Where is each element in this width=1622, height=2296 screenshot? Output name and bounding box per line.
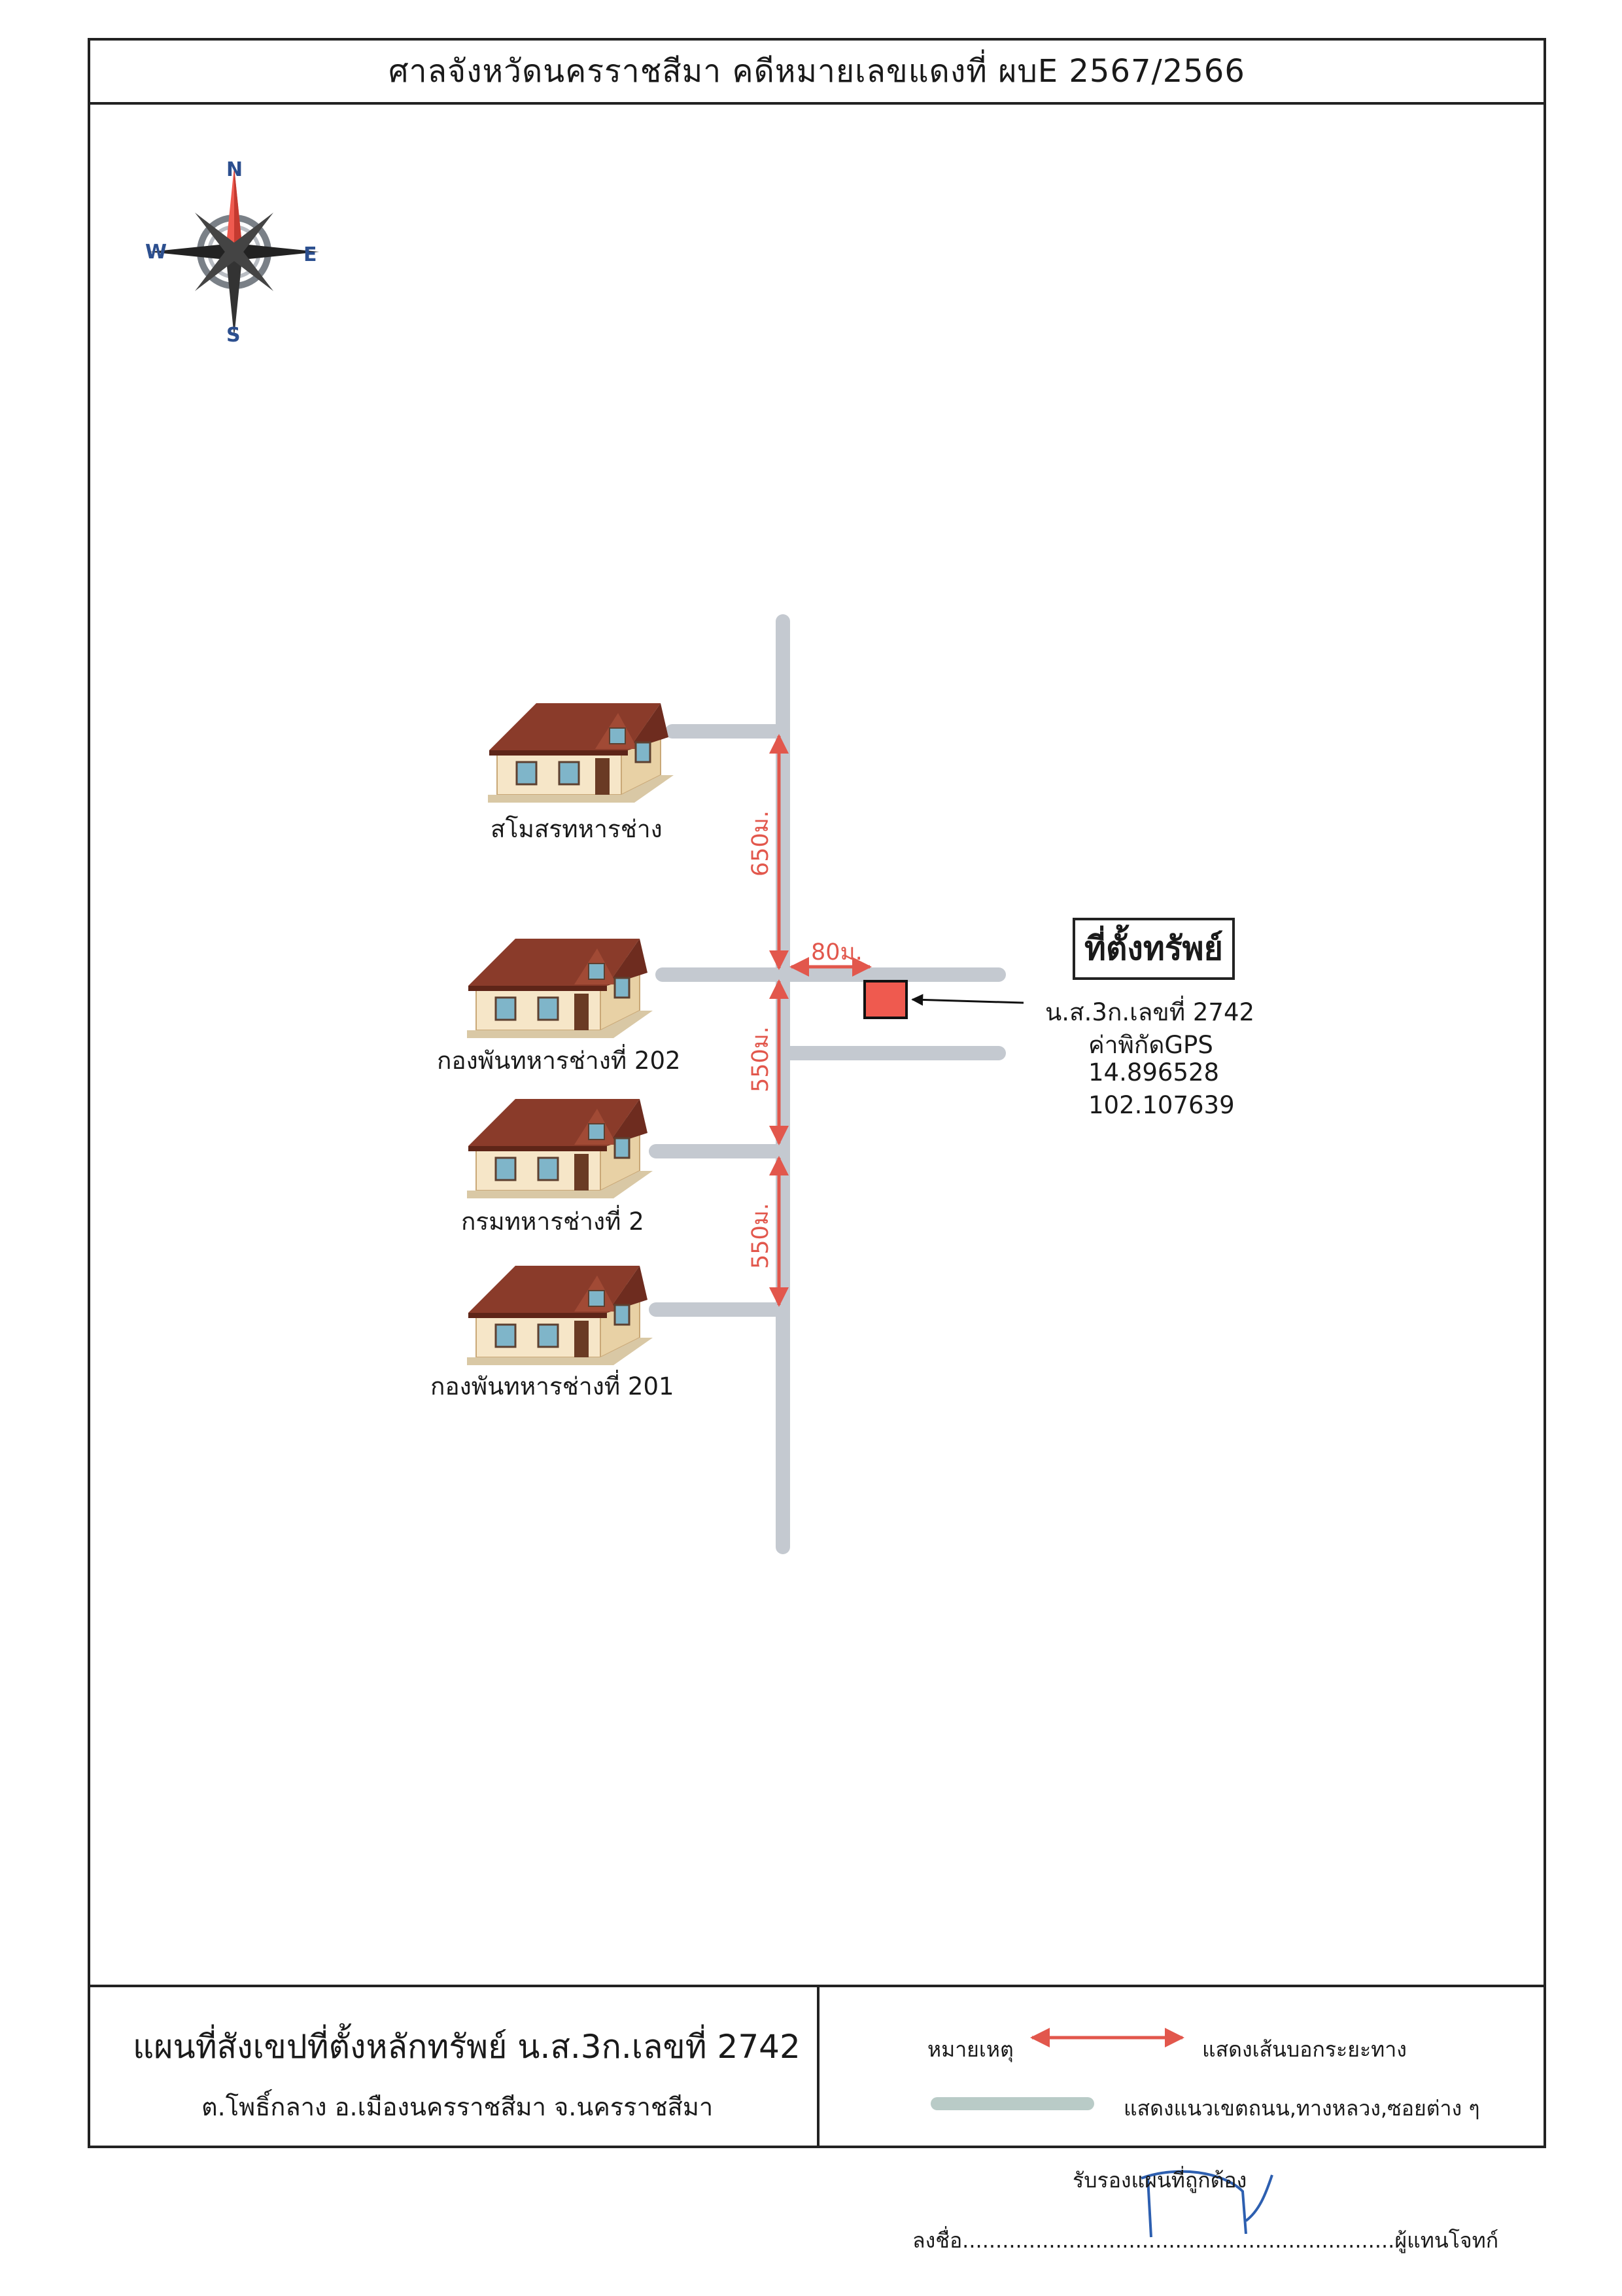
- property-heading: ที่ตั้งทรัพย์: [1073, 918, 1235, 980]
- compass-west: W: [145, 241, 167, 264]
- footer-plan-panel: แผนที่สังเขปที่ตั้งหลักทรัพย์ น.ส.3ก.เลข…: [90, 1987, 820, 2148]
- legend-road-label: แสดงแนวเขตถนน,ทางหลวง,ซอยต่าง ๆ: [1124, 2096, 1480, 2121]
- signature-certify: รับรองแผนที่ถูกต้อง: [1073, 2168, 1247, 2193]
- compass-east: E: [303, 243, 317, 266]
- legend-heading: หมายเหตุ: [927, 2037, 1014, 2062]
- signature-mark: [1141, 2170, 1273, 2238]
- property-gps-label: ค่าพิกัดGPS: [1088, 1031, 1213, 1059]
- page-title: ศาลจังหวัดนครราชสีมา คดีหมายเลขแดงที่ ผบ…: [388, 53, 1245, 90]
- compass-north: N: [226, 158, 243, 181]
- legend-arrow-icon: [1030, 2028, 1184, 2047]
- legend-road-swatch: [931, 2097, 1094, 2110]
- distance-label-550-a: 550ม.: [748, 1026, 774, 1093]
- compass-rose: [149, 167, 319, 337]
- property-marker: [863, 980, 908, 1019]
- landmark-label-202: กองพันทหารช่างที่ 202: [437, 1047, 681, 1075]
- distance-label-80: 80ม.: [811, 939, 863, 965]
- legend-arrow-label: แสดงเส้นบอกระยะทาง: [1202, 2037, 1407, 2062]
- property-deed: น.ส.3ก.เลขที่ 2742: [1045, 998, 1255, 1026]
- map-frame: ศาลจังหวัดนครราชสีมา คดีหมายเลขแดงที่ ผบ…: [88, 38, 1546, 2148]
- landmark-label-club: สโมสรทหารช่าง: [491, 815, 663, 843]
- title-bar: ศาลจังหวัดนครราชสีมา คดีหมายเลขแดงที่ ผบ…: [90, 41, 1544, 105]
- landmark-label-engineer-2: กรมทหารช่างที่ 2: [461, 1208, 644, 1236]
- property-lon: 102.107639: [1088, 1091, 1235, 1119]
- property-pointer: [911, 994, 1024, 1006]
- property-lat: 14.896528: [1088, 1058, 1220, 1087]
- signature-line: ลงชื่อ..................................…: [912, 2228, 1499, 2253]
- plan-location: ต.โพธิ์กลาง อ.เมืองนครราชสีมา จ.นครราชสี…: [201, 2093, 714, 2121]
- compass-south: S: [226, 324, 241, 347]
- distance-label-650: 650ม.: [748, 810, 774, 877]
- plan-title: แผนที่สังเขปที่ตั้งหลักทรัพย์ น.ส.3ก.เลข…: [133, 2028, 801, 2066]
- landmark-label-201: กองพันทหารช่างที่ 201: [430, 1372, 674, 1400]
- footer: แผนที่สังเขปที่ตั้งหลักทรัพย์ น.ส.3ก.เลข…: [90, 1985, 1544, 2148]
- distance-label-550-b: 550ม.: [748, 1202, 774, 1270]
